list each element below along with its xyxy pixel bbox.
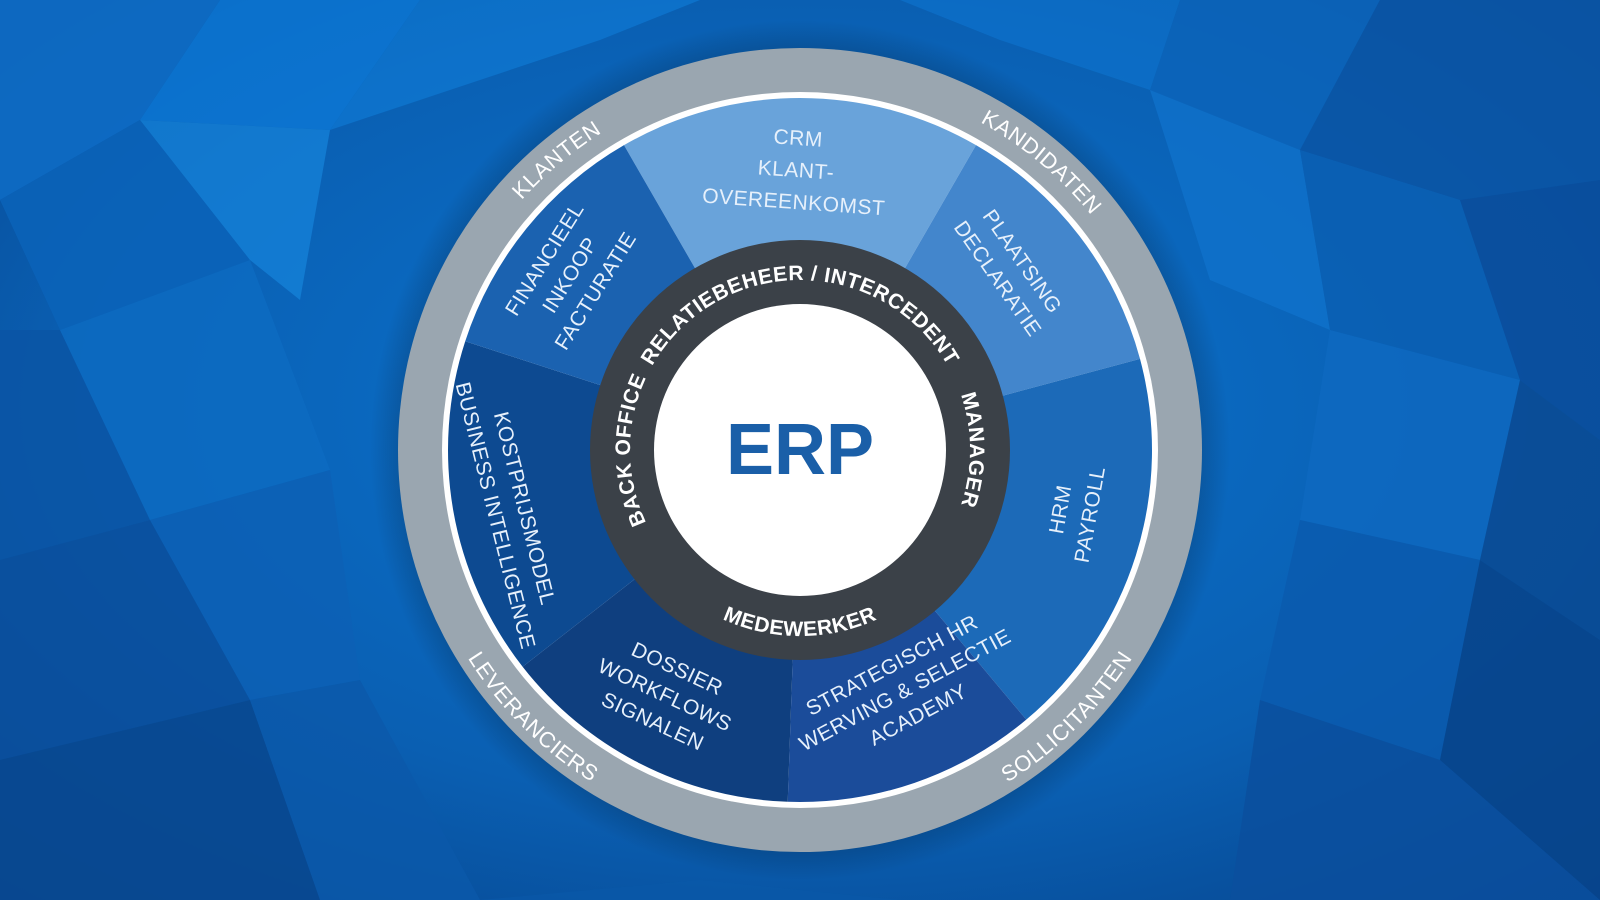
segment-plaatsing [902, 145, 1141, 397]
erp-center-label: ERP [726, 410, 874, 490]
segment-hrm [931, 358, 1152, 720]
segment-line: KLANT- [757, 156, 835, 184]
segment-dossier [522, 576, 793, 802]
module-segments: CRMKLANT-OVEREENKOMSTPLAATSINGDECLARATIE… [448, 98, 1152, 802]
segment-crm [624, 98, 976, 273]
segment-strategisch [787, 607, 1027, 802]
segment-kostprijs [448, 341, 639, 667]
segment-line: CRM [773, 125, 824, 151]
segment-financieel [465, 145, 698, 387]
erp-center-circle [654, 304, 946, 596]
